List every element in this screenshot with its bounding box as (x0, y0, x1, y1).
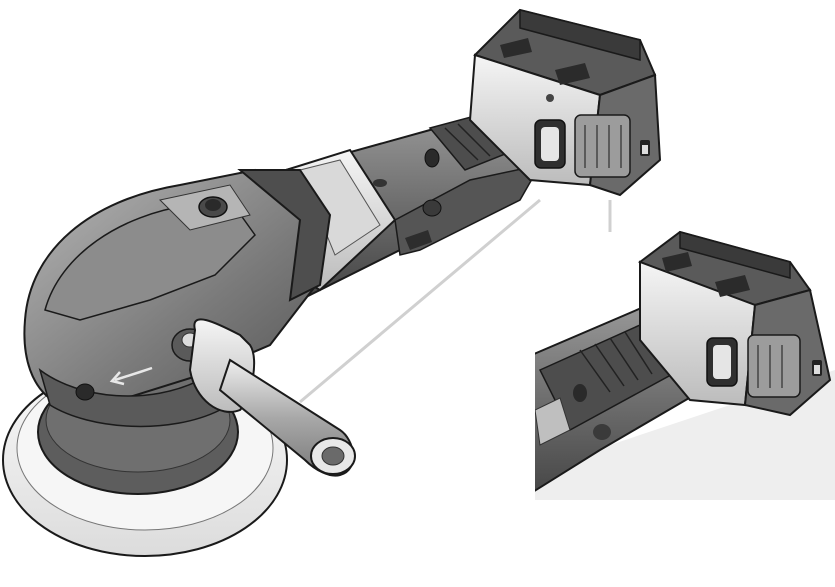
auxiliary-side-handle (188, 318, 356, 477)
spindle-lock-button (198, 196, 228, 218)
detail-battery-pack (637, 230, 832, 417)
detail-connector-lines (299, 198, 612, 404)
main-battery-pack (468, 8, 662, 197)
battery-charge-indicator-icon (640, 140, 650, 156)
rotation-direction-arrow-icon (109, 366, 153, 386)
main-polisher (2, 8, 662, 557)
detail-view (535, 230, 835, 500)
detail-battery-charge-indicator-icon (812, 360, 822, 376)
